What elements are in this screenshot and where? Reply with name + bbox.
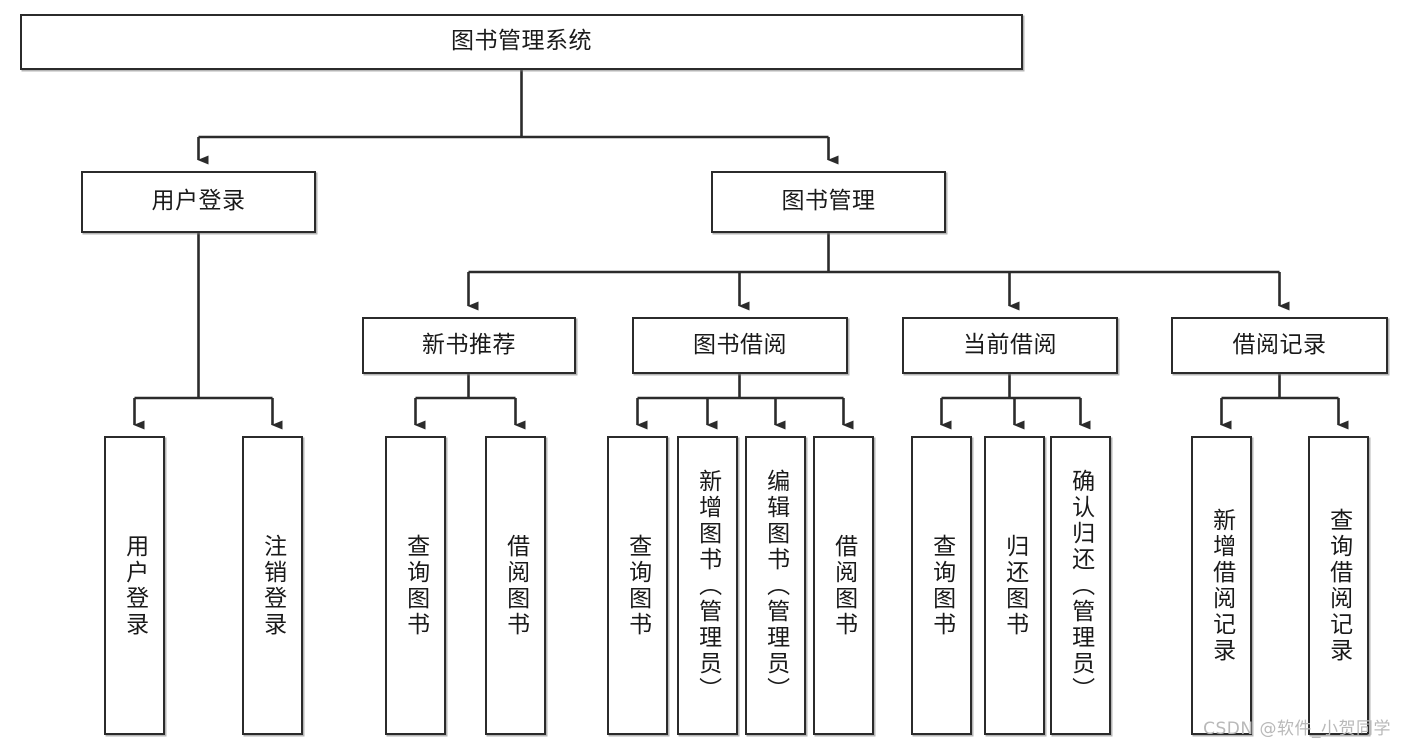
node-leaf-borrow-book-2[interactable]: 借阅图书	[813, 436, 874, 735]
node-book-management-label: 图书管理	[781, 188, 876, 215]
node-leaf-query-book-1-label: 查询图书	[402, 533, 429, 638]
node-borrow-record-label: 借阅记录	[1232, 331, 1327, 358]
node-new-book-recommend-label: 新书推荐	[422, 331, 516, 358]
node-leaf-return-book-label: 归还图书	[1001, 533, 1028, 638]
node-book-borrow-label: 图书借阅	[693, 331, 787, 358]
node-leaf-user-login[interactable]: 用户登录	[104, 436, 165, 735]
node-leaf-borrow-book-2-label: 借阅图书	[830, 533, 857, 638]
node-leaf-borrow-book-1[interactable]: 借阅图书	[485, 436, 546, 735]
node-root-label: 图书管理系统	[451, 28, 592, 55]
node-current-borrow[interactable]: 当前借阅	[902, 317, 1118, 374]
node-leaf-user-login-label: 用户登录	[121, 533, 148, 638]
node-leaf-logout[interactable]: 注销登录	[242, 436, 303, 735]
node-leaf-borrow-book-1-label: 借阅图书	[502, 533, 529, 638]
node-book-management[interactable]: 图书管理	[711, 171, 946, 233]
node-leaf-logout-label: 注销登录	[259, 533, 286, 638]
node-leaf-query-book-3-label: 查询图书	[928, 533, 955, 638]
node-leaf-add-book-label: 新增图书（管理员）	[694, 468, 721, 703]
node-leaf-add-record[interactable]: 新增借阅记录	[1191, 436, 1252, 735]
node-leaf-edit-book-label: 编辑图书（管理员）	[762, 468, 789, 703]
node-user-login[interactable]: 用户登录	[81, 171, 316, 233]
node-leaf-query-book-3[interactable]: 查询图书	[911, 436, 972, 735]
csdn-watermark: CSDN @软件_小贺同学	[1203, 719, 1391, 739]
node-leaf-query-book-2-label: 查询图书	[624, 533, 651, 638]
node-new-book-recommend[interactable]: 新书推荐	[362, 317, 576, 374]
node-leaf-query-book-1[interactable]: 查询图书	[385, 436, 446, 735]
node-leaf-confirm-return-label: 确认归还（管理员）	[1067, 468, 1094, 703]
node-borrow-record[interactable]: 借阅记录	[1171, 317, 1388, 374]
node-leaf-add-book[interactable]: 新增图书（管理员）	[677, 436, 738, 735]
node-leaf-add-record-label: 新增借阅记录	[1208, 507, 1235, 664]
node-leaf-query-record-label: 查询借阅记录	[1325, 507, 1352, 664]
node-book-borrow[interactable]: 图书借阅	[632, 317, 848, 374]
node-leaf-return-book[interactable]: 归还图书	[984, 436, 1045, 735]
node-root[interactable]: 图书管理系统	[20, 14, 1023, 70]
node-user-login-label: 用户登录	[151, 188, 246, 215]
node-leaf-confirm-return[interactable]: 确认归还（管理员）	[1050, 436, 1111, 735]
node-leaf-query-record[interactable]: 查询借阅记录	[1308, 436, 1369, 735]
node-current-borrow-label: 当前借阅	[963, 331, 1057, 358]
node-leaf-edit-book[interactable]: 编辑图书（管理员）	[745, 436, 806, 735]
node-leaf-query-book-2[interactable]: 查询图书	[607, 436, 668, 735]
